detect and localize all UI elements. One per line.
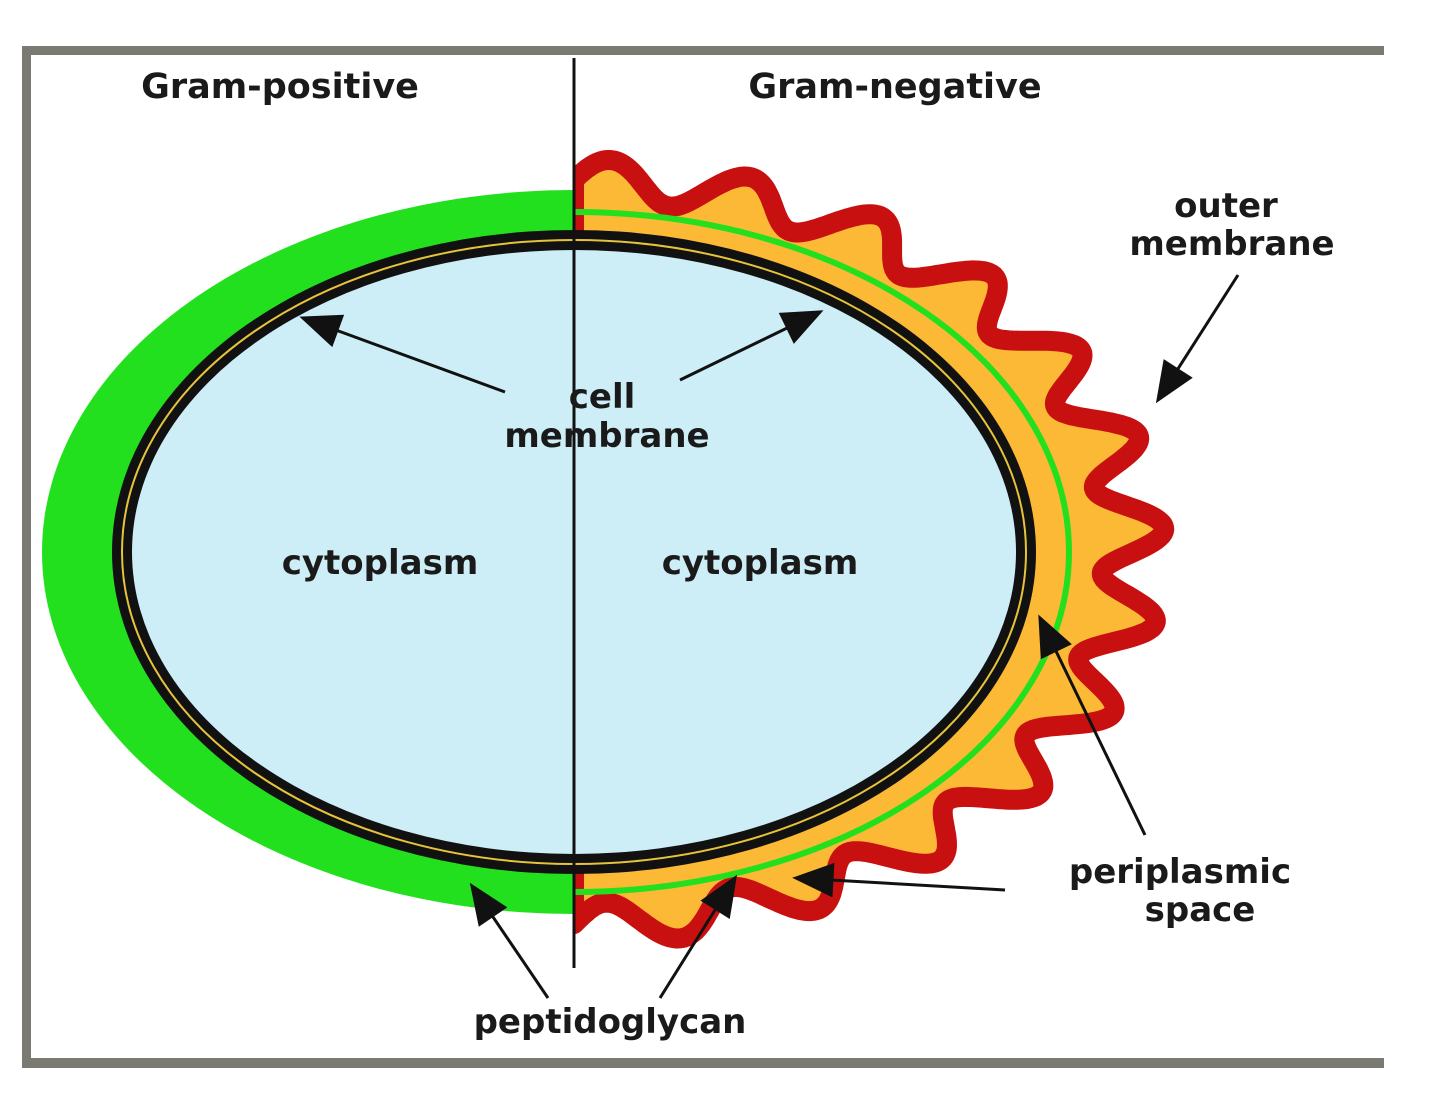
arrow-peptidoglycan-right-head: [700, 874, 738, 919]
label-outer-line1: outer: [1174, 186, 1278, 226]
arrow-periplasmic-lower-head: [792, 862, 835, 898]
label-cytoplasm-left: cytoplasm: [282, 543, 479, 583]
label-outer-line2: membrane: [1129, 224, 1334, 264]
frame-bottom: [22, 1058, 1384, 1068]
arrow-outer-membrane-head: [1155, 359, 1193, 404]
arrow-cell-membrane-left-head: [299, 314, 345, 348]
peptidoglycan-layer-negative: [574, 209, 1072, 895]
label-periplasmic-line2: space: [1145, 890, 1256, 930]
frame-left: [22, 46, 31, 1068]
label-cell-line2: membrane: [504, 416, 709, 456]
title-gram-negative: Gram-negative: [748, 67, 1041, 107]
frame-top: [22, 46, 1384, 55]
arrow-cell-membrane-right-head: [778, 310, 824, 344]
title-gram-positive: Gram-positive: [141, 67, 419, 107]
label-peptidoglycan: peptidoglycan: [474, 1002, 747, 1042]
arrow-periplasmic-upper-head: [1038, 614, 1072, 660]
arrow-peptidoglycan-left-head: [469, 882, 508, 927]
label-cell-line1: cell: [569, 377, 636, 417]
label-cytoplasm-right: cytoplasm: [662, 543, 859, 583]
arrow-periplasmic-upper: [1038, 617, 1147, 836]
label-periplasmic-line1: periplasmic: [1069, 852, 1291, 892]
arrows: [299, 274, 1240, 999]
